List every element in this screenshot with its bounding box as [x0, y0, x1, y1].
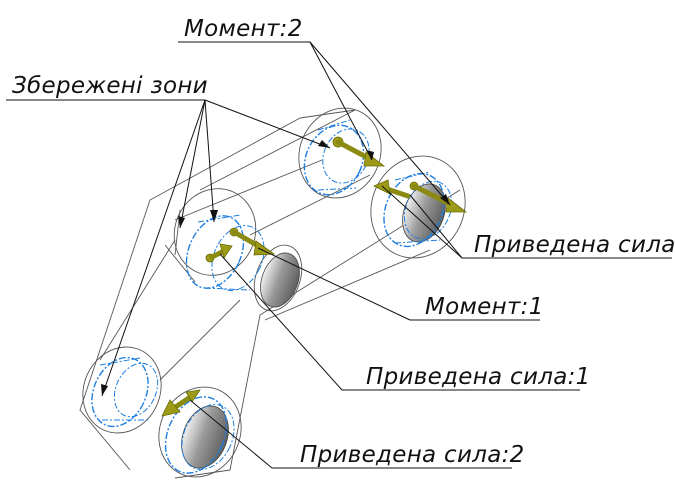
part-outline — [79, 107, 466, 479]
reduced-force-2-arrow — [161, 389, 201, 417]
bore-middle — [260, 252, 300, 308]
label-reduced-force-3: Приведена сила:3 — [474, 232, 675, 258]
label-saved-zones: Збережені зони — [12, 73, 208, 99]
label-reduced-force-1: Приведена сила:1 — [366, 364, 591, 390]
load-arrows — [161, 136, 468, 417]
leader-lines — [6, 41, 672, 469]
reduced-force-1-arrow — [205, 243, 233, 263]
label-moment-2: Момент:2 — [184, 16, 303, 42]
moment-1-arrow — [229, 227, 276, 256]
bore-holes — [181, 183, 446, 469]
label-moment-1: Момент:1 — [425, 294, 544, 320]
moment-2-arrow — [332, 136, 386, 167]
label-reduced-force-2: Приведена сила:2 — [300, 442, 525, 468]
saved-zones — [91, 119, 453, 474]
labels: Момент:2 Збережені зони Приведена сила:3… — [12, 16, 675, 468]
